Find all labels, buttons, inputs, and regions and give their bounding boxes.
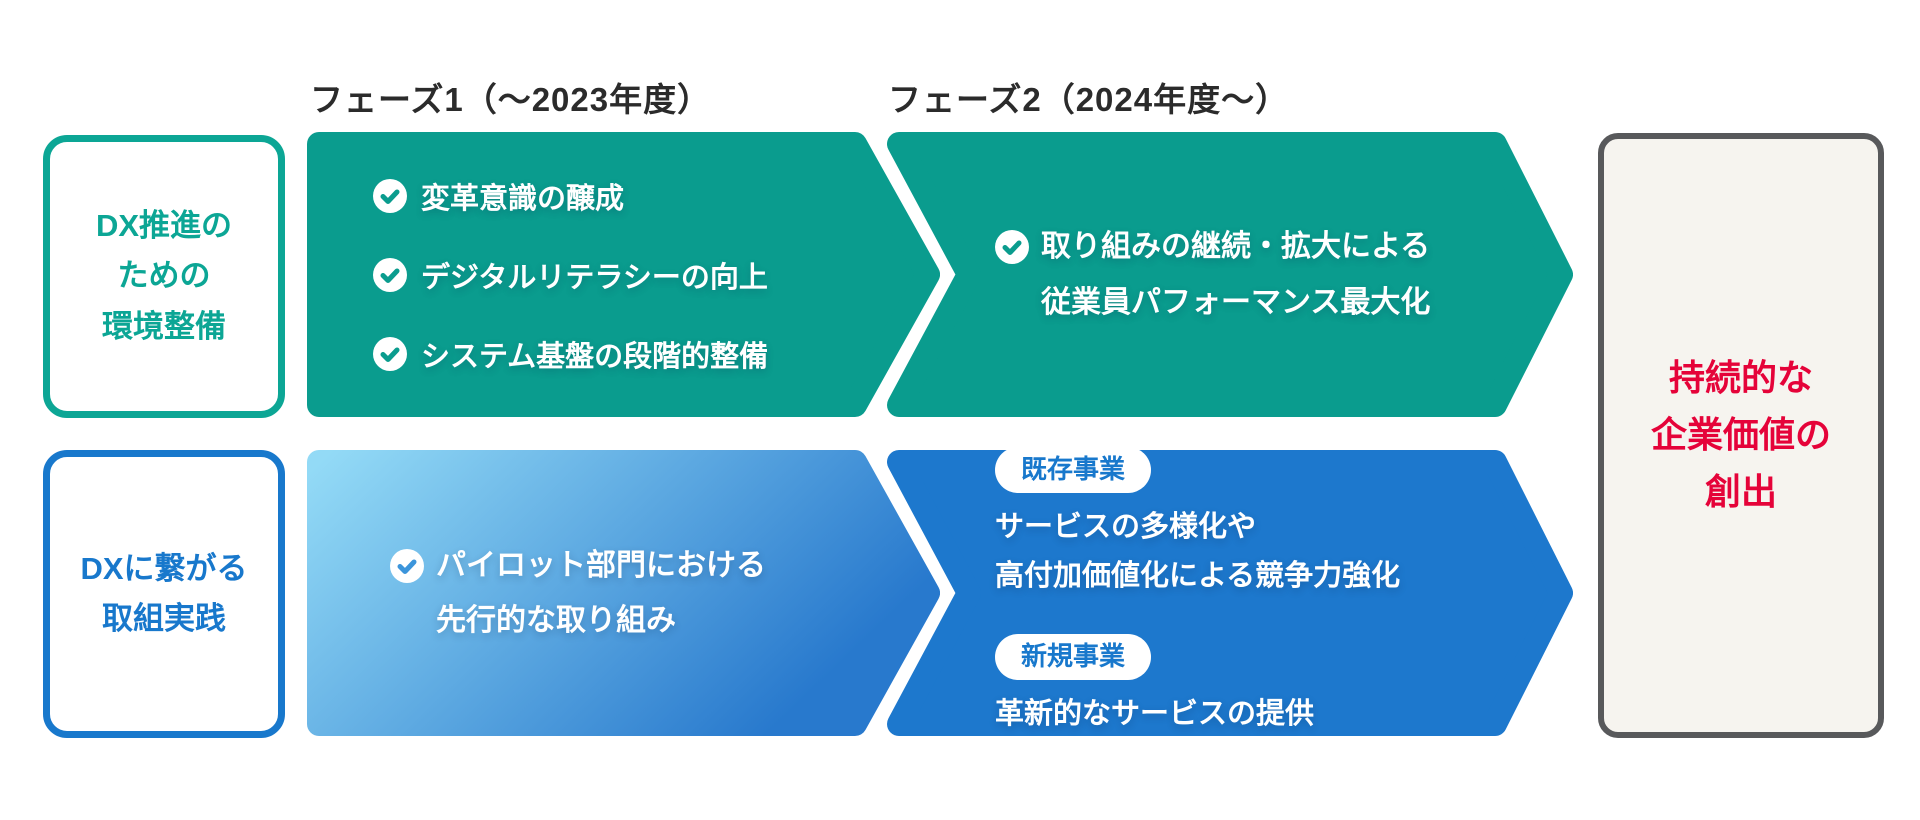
phase1-practice-arrow <box>307 450 940 736</box>
goal-text-line: 創出 <box>1704 470 1777 512</box>
phase2-header: フェーズ2（2024年度～） <box>888 81 1290 118</box>
goal-box: 持続的な 企業価値の 創出 <box>1598 133 1884 738</box>
lane-label-practice: DXに繋がる 取組実践 <box>43 450 285 738</box>
check-item: 変革意識の醸成 <box>373 175 893 217</box>
check-circle-icon <box>995 230 1029 264</box>
check-item: システム基盤の段階的整備 <box>373 333 893 375</box>
lane-label-line: 環境整備 <box>102 308 226 344</box>
check-item: 取り組みの継続・拡大による 従業員パフォーマンス最大化 <box>995 219 1555 330</box>
phase2-environment-arrow <box>887 132 1573 417</box>
phase2-practice-groups: 既存事業 サービスの多様化や 高付加価値化による競争力強化 新規事業 革新的なサ… <box>995 447 1535 739</box>
phase1-environment-arrow <box>307 132 940 417</box>
item-text: デジタルリテラシーの向上 <box>421 261 768 294</box>
business-badge: 既存事業 <box>995 447 1152 493</box>
lane-label-line: 取組実践 <box>102 601 226 636</box>
existing-business-group: 既存事業 サービスの多様化や 高付加価値化による競争力強化 <box>995 447 1535 600</box>
goal-text-line: 企業価値の <box>1650 414 1831 456</box>
group-text-line: 革新的なサービスの提供 <box>995 698 1315 731</box>
lane-label-line: ための <box>117 258 211 294</box>
item-text-line: 取り組みの継続・拡大による <box>1041 230 1431 263</box>
item-text-line: 先行的な取り組み <box>436 604 676 637</box>
check-item: デジタルリテラシーの向上 <box>373 254 893 296</box>
phase1-header: フェーズ1（～2023年度） <box>310 81 712 118</box>
check-circle-icon <box>373 178 407 213</box>
lane-label-line: DX推進の <box>95 208 233 244</box>
item-text-line: パイロット部門における <box>436 548 766 582</box>
lane-label-environment: DX推進の ための 環境整備 <box>43 135 285 418</box>
check-circle-icon <box>373 336 407 371</box>
item-text-line: 従業員パフォーマンス最大化 <box>1041 285 1431 319</box>
group-text-line: サービスの多様化や <box>995 510 1257 543</box>
goal-text-line: 持続的な <box>1668 357 1813 399</box>
check-circle-icon <box>390 548 424 583</box>
lane-label-line: DXに繋がる <box>80 550 248 586</box>
check-item: パイロット部門における 先行的な取り組み <box>390 538 910 649</box>
check-circle-icon <box>373 257 407 292</box>
phase2-environment-item: 取り組みの継続・拡大による 従業員パフォーマンス最大化 <box>995 132 1555 417</box>
phase1-environment-items: 変革意識の醸成 デジタルリテラシーの向上 システム基盤の段階的整備 <box>373 132 893 417</box>
group-text-line: 高付加価値化による競争力強化 <box>995 559 1401 592</box>
phase1-practice-item: パイロット部門における 先行的な取り組み <box>390 450 910 736</box>
item-text: 変革意識の醸成 <box>421 182 625 215</box>
new-business-group: 新規事業 革新的なサービスの提供 <box>995 634 1535 739</box>
business-badge: 新規事業 <box>995 634 1152 681</box>
item-text: システム基盤の段階的整備 <box>421 340 769 373</box>
